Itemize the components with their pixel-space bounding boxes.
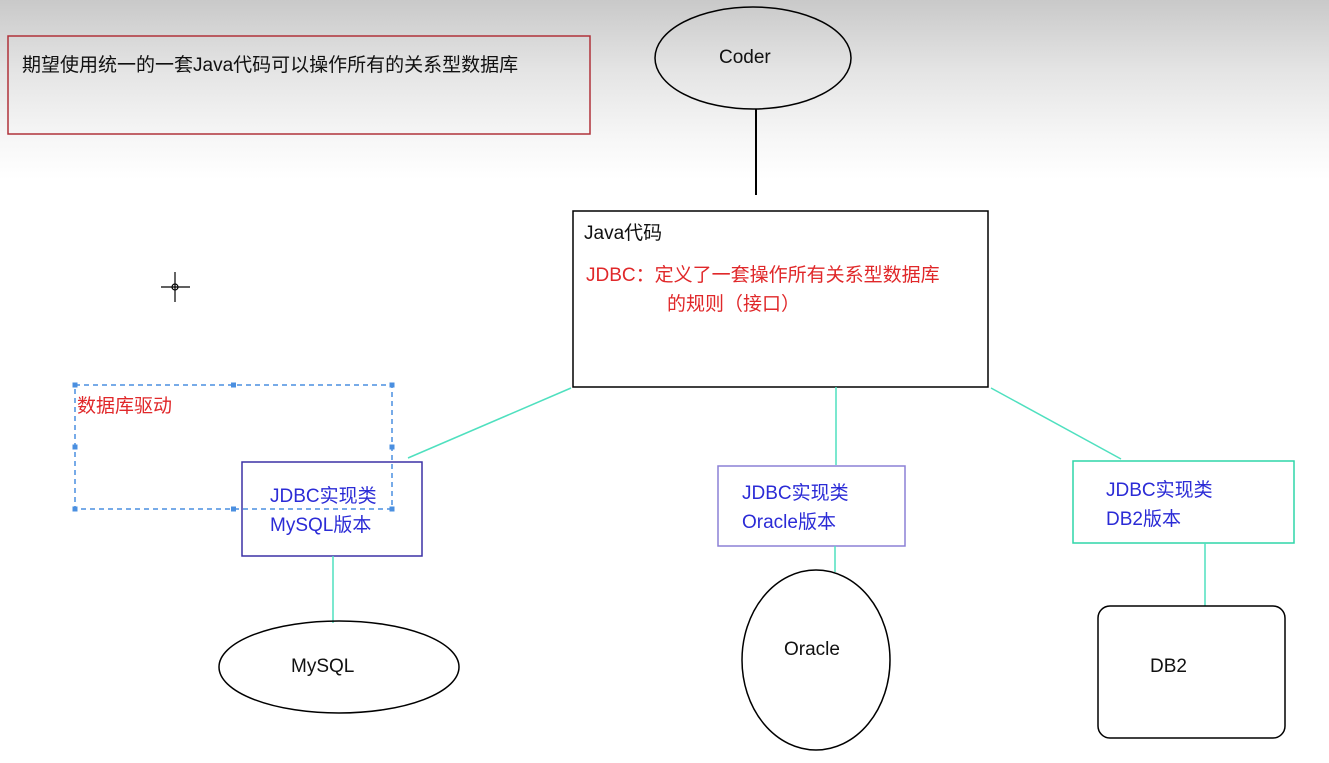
resize-handle[interactable] bbox=[72, 506, 78, 512]
connector-java-mysql bbox=[407, 387, 572, 459]
db2-db-label: DB2 bbox=[1150, 656, 1187, 677]
crosshair-cursor-icon bbox=[161, 272, 190, 302]
database-driver-label: 数据库驱动 bbox=[77, 396, 173, 417]
mysql-impl-line2: MySQL版本 bbox=[270, 515, 372, 536]
db2-impl-line2: DB2版本 bbox=[1106, 509, 1181, 530]
note-text: 期望使用统一的一套Java代码可以操作所有的关系型数据库 bbox=[22, 55, 519, 76]
coder-label: Coder bbox=[719, 47, 771, 68]
java-code-box bbox=[572, 210, 989, 388]
mysql-db-ellipse bbox=[218, 620, 460, 714]
oracle-db-label: Oracle bbox=[784, 639, 840, 660]
resize-handle[interactable] bbox=[231, 382, 236, 388]
jdbc-definition-line2: 的规则（接口） bbox=[667, 294, 801, 315]
resize-handle[interactable] bbox=[389, 444, 395, 450]
jdbc-definition-line1: JDBC：定义了一套操作所有关系型数据库 bbox=[586, 265, 940, 286]
note-box bbox=[7, 35, 591, 135]
driver-selection-frame[interactable] bbox=[72, 382, 395, 512]
resize-handle[interactable] bbox=[72, 444, 78, 450]
db2-impl-line1: JDBC实现类 bbox=[1106, 480, 1213, 501]
db2-impl-box bbox=[1072, 460, 1295, 544]
oracle-db-ellipse bbox=[741, 569, 891, 751]
resize-handle[interactable] bbox=[389, 506, 395, 512]
oracle-impl-box bbox=[717, 465, 906, 547]
oracle-impl-line1: JDBC实现类 bbox=[742, 483, 849, 504]
oracle-impl-line2: Oracle版本 bbox=[742, 512, 836, 533]
db2-db-box bbox=[1097, 605, 1286, 739]
coder-ellipse bbox=[654, 6, 852, 110]
resize-handle[interactable] bbox=[389, 382, 395, 388]
resize-handle[interactable] bbox=[231, 506, 236, 512]
mysql-impl-box bbox=[241, 461, 423, 557]
connector-java-db2 bbox=[990, 387, 1122, 460]
resize-handle[interactable] bbox=[72, 382, 78, 388]
java-code-title: Java代码 bbox=[584, 223, 663, 244]
mysql-db-label: MySQL bbox=[291, 656, 355, 677]
mysql-impl-line1: JDBC实现类 bbox=[270, 486, 377, 507]
